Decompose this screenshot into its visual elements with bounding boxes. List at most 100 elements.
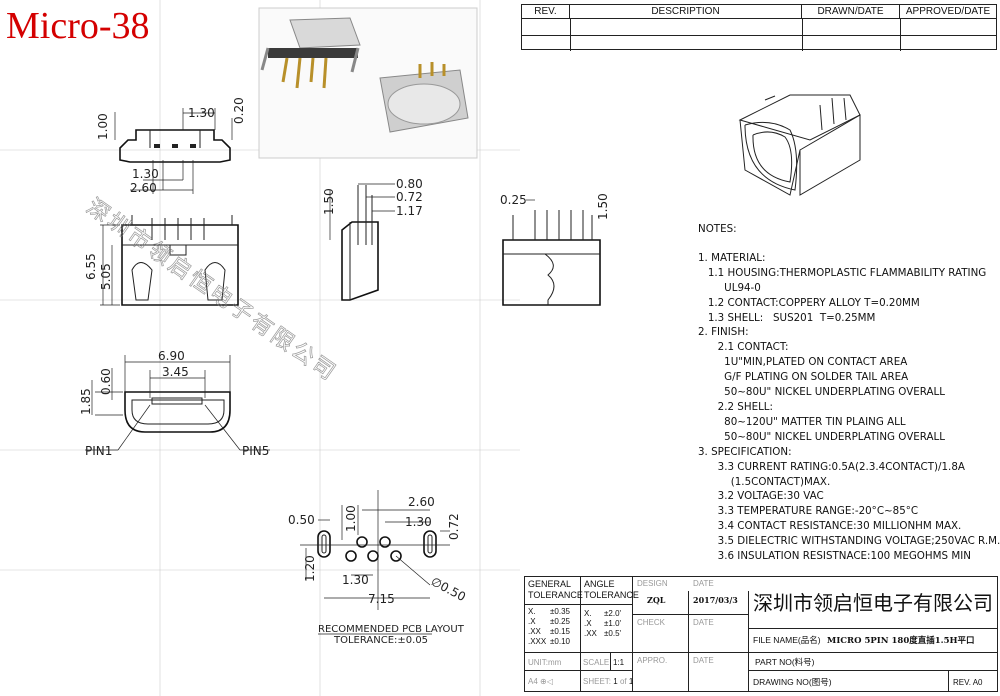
watermark-text: 深圳市领启恒电子有限公司 [82,194,342,387]
notes-line: UL94-0 [698,281,761,294]
title-block: GENERAL TOLERANCE ANGLE TOLERANCE X.±0.3… [524,576,998,692]
tolerance-row: .XX ±0.15 [528,627,577,637]
dim-rear-2: 1.50 [596,193,610,220]
revision-table: REV. DESCRIPTION DRAWN/DATE APPROVED/DAT… [521,4,997,51]
angle-precision: .X [584,619,592,628]
dim-top-4: 1.30 [132,167,159,181]
angle-tolerance-label: ANGLE TOLERANCE [581,577,639,605]
dim-front-outline-2: 5.05 [99,263,113,290]
angle-precision: .XX [584,629,597,638]
approve-label: APPRO. [633,653,689,691]
rev-header: REV. [522,5,570,19]
dim-pcb-2: 1.30 [405,515,432,529]
notes-line: 3.3 CURRENT RATING:0.5A(2.3.4CONTACT)/1.… [698,460,965,473]
notes-line: 2.2 SHELL: [698,400,774,413]
part-no-label: PART NO(料号) [749,653,997,671]
notes-line: 50~80U" NICKEL UNDERPLATING OVERALL [698,386,946,399]
front-view [85,355,270,451]
scale-value: 1:1 [611,653,633,671]
dim-side-1: 0.80 [396,177,423,191]
notes-line: 2. FINISH: [698,326,749,339]
notes-line: 3.6 INSULATION RESISTNACE:100 MEGOHMS MI… [698,550,971,563]
scale-label: SCALE [581,653,611,671]
revision-row [522,19,996,36]
notes-line: 1. MATERIAL: [698,251,766,264]
isometric-view [738,94,861,196]
tolerance-value: ±0.35 [550,607,570,616]
angle-value: ±2.0' [604,609,622,618]
tolerance-value: ±0.10 [550,637,570,646]
pcb-layout-tolerance: TOLERANCE:±0.05 [333,635,428,646]
size-label: A4 ⊕◁ [525,671,581,691]
dim-pcb-1: 2.60 [408,495,435,509]
size-value: A4 [528,677,538,686]
dim-front-3: 0.60 [99,368,113,395]
file-name-row: FILE NAME(品名) MICRO 5PIN 180度直插1.5H平口 [749,629,997,653]
tolerance-row: .XXX±0.10 [528,637,577,647]
notes-line: (1.5CONTACT)MAX. [698,475,831,488]
angle-value: ±1.0' [604,619,622,628]
angle-precision: X. [584,609,592,618]
product-photo [258,7,478,159]
date-label: DATE [693,579,714,588]
tolerance-precision: .XX [528,627,541,636]
sheet-label: SHEET: [583,677,612,686]
notes-line: 50~80U" NICKEL UNDERPLATING OVERALL [698,430,946,443]
notes-line: 1U"MIN,PLATED ON CONTACT AREA [698,356,908,369]
notes-heading: NOTES: [698,223,737,235]
dim-front-1: 6.90 [158,349,185,363]
dim-front-4: 1.85 [79,388,93,415]
notes-line: 3.5 DIELECTRIC WITHSTANDING VOLTAGE;250V… [698,535,1000,548]
description-header: DESCRIPTION [570,5,802,19]
angle-row: .X ±1.0' [584,619,629,629]
dim-pcb-6: 1.20 [303,555,317,582]
front-outline-view [100,215,239,306]
pcb-layout [300,490,450,635]
dim-side-2: 0.72 [396,190,423,204]
sheet-total: 1 [628,677,634,686]
dim-rear-1: 0.25 [500,193,527,207]
tolerance-precision: .XXX [528,637,547,646]
approved-date-header: APPROVED/DATE [900,5,996,19]
dim-top-1: 1.30 [188,106,215,120]
drawing-no-label: DRAWING NO(图号) [749,671,949,691]
dim-top-5: 2.60 [130,181,157,195]
tolerance-rows: X.±0.35.X±0.25.XX±0.15.XXX±0.10 [525,605,581,653]
dim-pcb-7: 1.30 [342,573,369,587]
pcb-layout-title: RECOMMENDED PCB LAYOUT [318,624,465,635]
angle-row: X. ±2.0' [584,609,629,619]
check-date-label: DATE [689,615,749,653]
notes-section: NOTES: 1. MATERIAL: 1.1 HOUSING:THERMOPL… [698,222,1000,564]
dim-pcb-8: 7.15 [368,592,395,606]
notes-line: 1.2 CONTACT:COPPERY ALLOY T=0.20MM [698,296,920,309]
notes-line: 3.2 VOLTAGE:30 VAC [698,490,824,503]
notes-line: 1.3 SHELL: SUS201 T=0.25MM [698,311,876,324]
dim-top-3: 0.20 [232,97,246,124]
rev-value: A0 [972,678,983,687]
tolerance-row: X.±0.35 [528,607,577,617]
check-label: CHECK [633,615,689,653]
pin1-label: PIN1 [85,444,112,458]
dim-front-2: 3.45 [162,365,189,379]
angle-row: .XX ±0.5' [584,629,629,639]
notes-line: 80~120U" MATTER TIN PLAING ALL [698,415,906,428]
unit-label: UNIT:mm [525,653,581,671]
angle-rows: X. ±2.0' .X ±1.0' .XX ±0.5' [581,605,633,653]
notes-line: 3. SPECIFICATION: [698,445,792,458]
dim-side-4: 1.50 [322,188,336,215]
dim-pcb-4: 1.00 [344,505,358,532]
dim-pcb-5: 0.50 [288,513,315,527]
dim-side-3: 1.17 [396,204,423,218]
side-view [329,183,395,301]
rev-label: REV. [953,678,971,687]
sheet-value: 1 [613,677,618,686]
design-date: 2017/03/3 [689,591,749,615]
approve-date-label: DATE [689,653,749,691]
file-name-value: MICRO 5PIN 180度直插1.5H平口 [826,636,975,646]
dim-pcb-9: ∅0.50 [429,574,468,604]
angle-value: ±0.5' [604,629,622,638]
designer-name: ZQL [633,591,689,615]
tolerance-value: ±0.15 [550,627,570,636]
notes-line: 3.3 TEMPERATURE RANGE:-20°C~85°C [698,505,919,518]
